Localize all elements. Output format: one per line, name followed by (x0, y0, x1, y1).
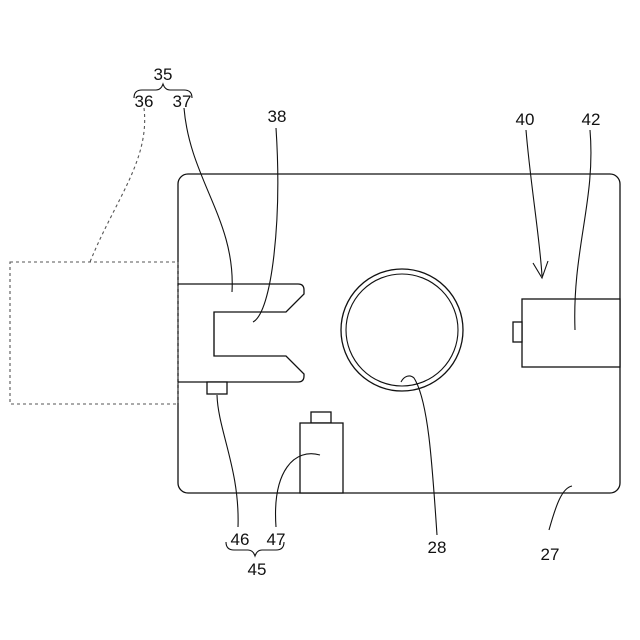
leader-36 (90, 108, 145, 262)
circle-28-inner (346, 274, 458, 386)
leader-40 (526, 130, 542, 276)
device-42 (522, 299, 620, 367)
sensor-47 (300, 423, 343, 493)
dashed-unit-36 (10, 262, 178, 404)
sensor-47-cap (311, 412, 331, 423)
leader-38 (253, 128, 278, 322)
leader-28 (401, 376, 437, 535)
holder-37 (178, 284, 304, 382)
label-40: 40 (516, 110, 535, 129)
label-35: 35 (154, 65, 173, 84)
label-47: 47 (267, 530, 286, 549)
label-46: 46 (231, 530, 250, 549)
label-28: 28 (428, 538, 447, 557)
label-45: 45 (248, 560, 267, 579)
label-36: 36 (135, 92, 154, 111)
leader-46 (217, 395, 238, 527)
connector-46 (207, 382, 227, 394)
leader-37 (184, 108, 232, 292)
circle-28-outer (341, 269, 463, 391)
label-37: 37 (173, 92, 192, 111)
label-27: 27 (541, 545, 560, 564)
label-42: 42 (582, 110, 601, 129)
device-42-stub (513, 322, 522, 342)
label-38: 38 (268, 107, 287, 126)
